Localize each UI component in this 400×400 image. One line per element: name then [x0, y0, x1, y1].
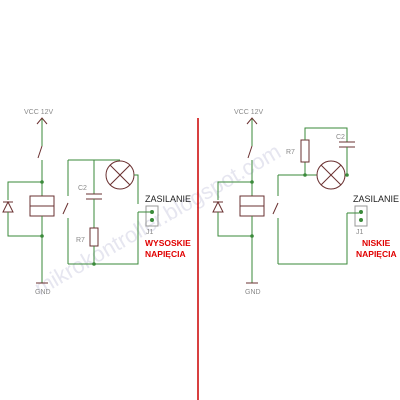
right-c2-label: C2: [336, 134, 345, 141]
left-gnd-symbol: [36, 260, 48, 284]
right-zasilanie-label: ZASILANIE: [353, 194, 399, 204]
right-voltage-line2: NAPIĘCIA: [356, 249, 397, 259]
right-relay-contact: [272, 175, 279, 264]
right-diode: [212, 181, 252, 237]
left-resistor-r7: [89, 227, 99, 264]
right-lamp: [316, 160, 347, 190]
left-circuit: VCC 12V GND: [2, 109, 191, 296]
left-switch: [37, 138, 43, 182]
left-vcc-symbol: [36, 117, 48, 138]
right-gnd-label: GND: [245, 289, 261, 296]
left-relay-coil: [29, 182, 55, 260]
left-lamp: [105, 160, 139, 204]
right-j1-label: J1: [356, 229, 364, 236]
right-relay-coil: [239, 182, 265, 260]
right-capacitor-c2: [339, 141, 355, 175]
right-circuit: VCC 12V GND: [212, 109, 399, 296]
left-vcc-label: VCC 12V: [24, 109, 54, 116]
right-r7-label: R7: [286, 149, 295, 156]
right-switch: [247, 138, 253, 182]
right-gnd-symbol: [246, 260, 258, 284]
left-connector-j1: [138, 205, 159, 227]
left-voltage-line1: WYSOSKIE: [145, 238, 191, 248]
right-connector-j1: [347, 205, 368, 227]
left-gnd-label: GND: [35, 289, 51, 296]
left-j1-label: J1: [146, 229, 154, 236]
left-capacitor-c2: [86, 176, 102, 228]
left-zasilanie-label: ZASILANIE: [145, 194, 191, 204]
left-diode: [2, 181, 42, 237]
right-vcc-symbol: [246, 117, 258, 138]
right-voltage-line1: NISKIE: [362, 238, 391, 248]
right-vcc-label: VCC 12V: [234, 109, 264, 116]
left-relay-contact: [62, 160, 69, 264]
right-resistor-r7: [300, 127, 348, 175]
left-r7-label: R7: [76, 237, 85, 244]
left-c2-label: C2: [78, 185, 87, 192]
left-voltage-line2: NAPIĘCIA: [145, 249, 186, 259]
